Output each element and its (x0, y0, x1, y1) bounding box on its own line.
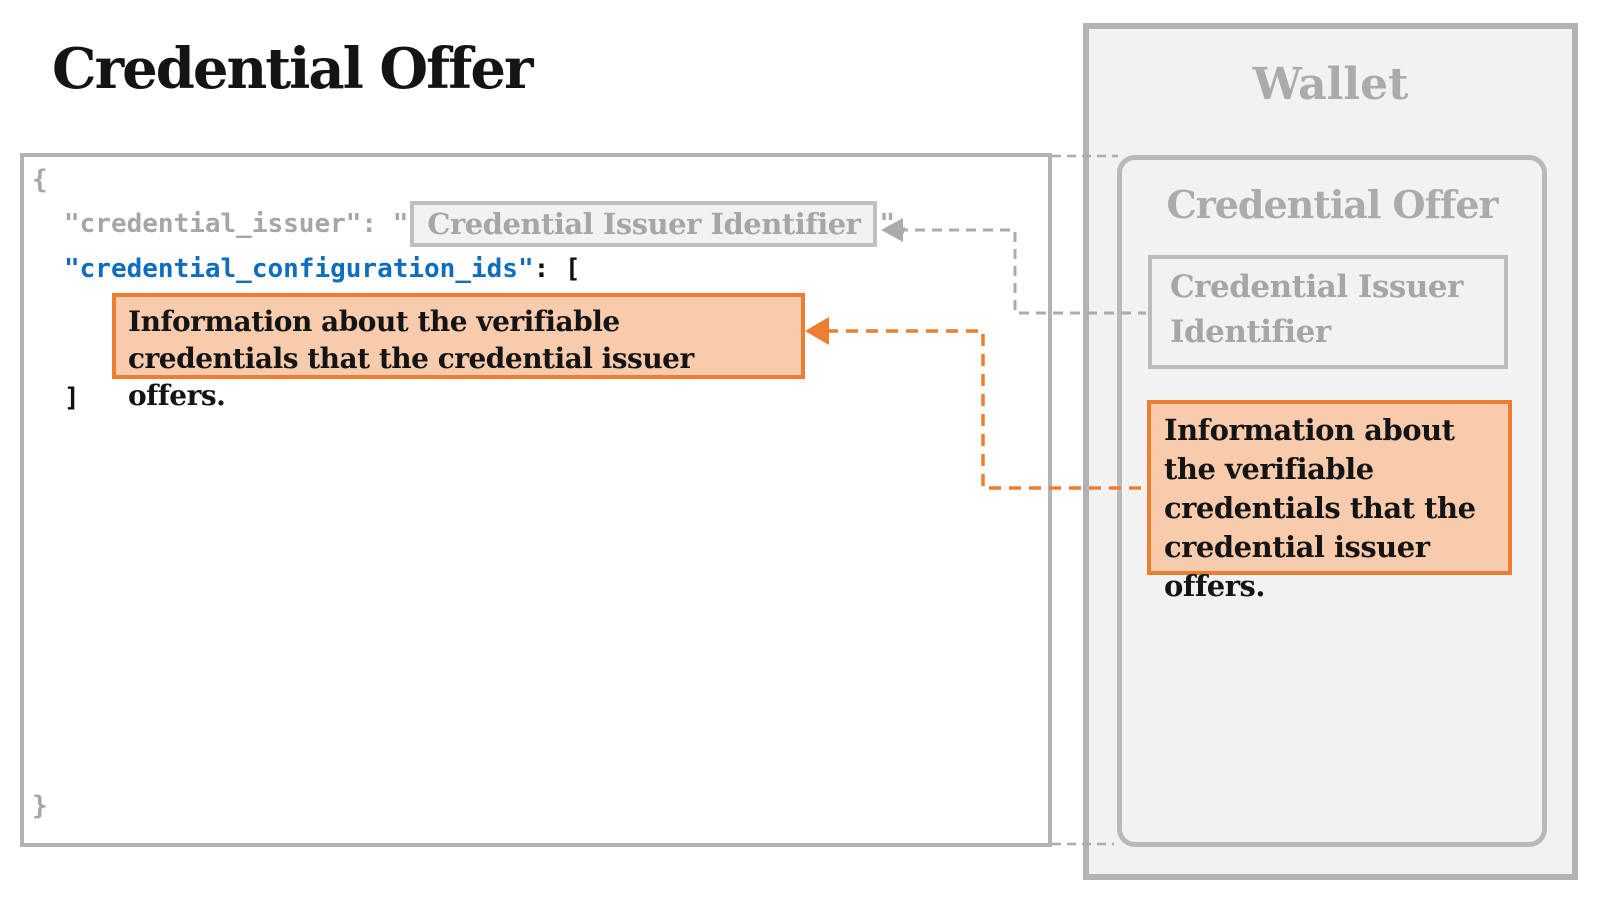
wallet-panel: Wallet Credential Offer Credential Issue… (1083, 23, 1578, 880)
json-close-brace: } (32, 791, 48, 821)
wallet-credential-offer-box: Credential Offer Credential Issuer Ident… (1117, 155, 1547, 847)
json-array-close: ] (64, 383, 80, 413)
credential-issuer-identifier-placeholder: Credential Issuer Identifier (410, 201, 878, 247)
json-credential-issuer-close-quote: ", (879, 209, 911, 239)
page-title: Credential Offer (52, 36, 533, 102)
credentials-info-annotation: Information about the verifiable credent… (112, 293, 805, 412)
json-open-brace: { (32, 165, 48, 195)
json-credential-configuration-ids-key: "credential_configuration_ids" (64, 254, 534, 284)
credential-offer-json-panel: { "credential_issuer": " Credential Issu… (20, 153, 1052, 847)
json-credential-issuer-key: "credential_issuer": " (64, 209, 409, 239)
wallet-credentials-info-annotation: Information about the verifiable credent… (1147, 400, 1512, 603)
json-array-open: : [ (533, 254, 581, 284)
wallet-credential-offer-title: Credential Offer (1166, 182, 1498, 227)
wallet-credential-issuer-identifier-box: Credential Issuer Identifier (1148, 255, 1508, 369)
wallet-title: Wallet (1252, 59, 1409, 110)
json-credential-issuer-line: "credential_issuer": " Credential Issuer… (64, 201, 911, 247)
json-credential-configuration-ids-line: "credential_configuration_ids": [ (64, 254, 581, 284)
